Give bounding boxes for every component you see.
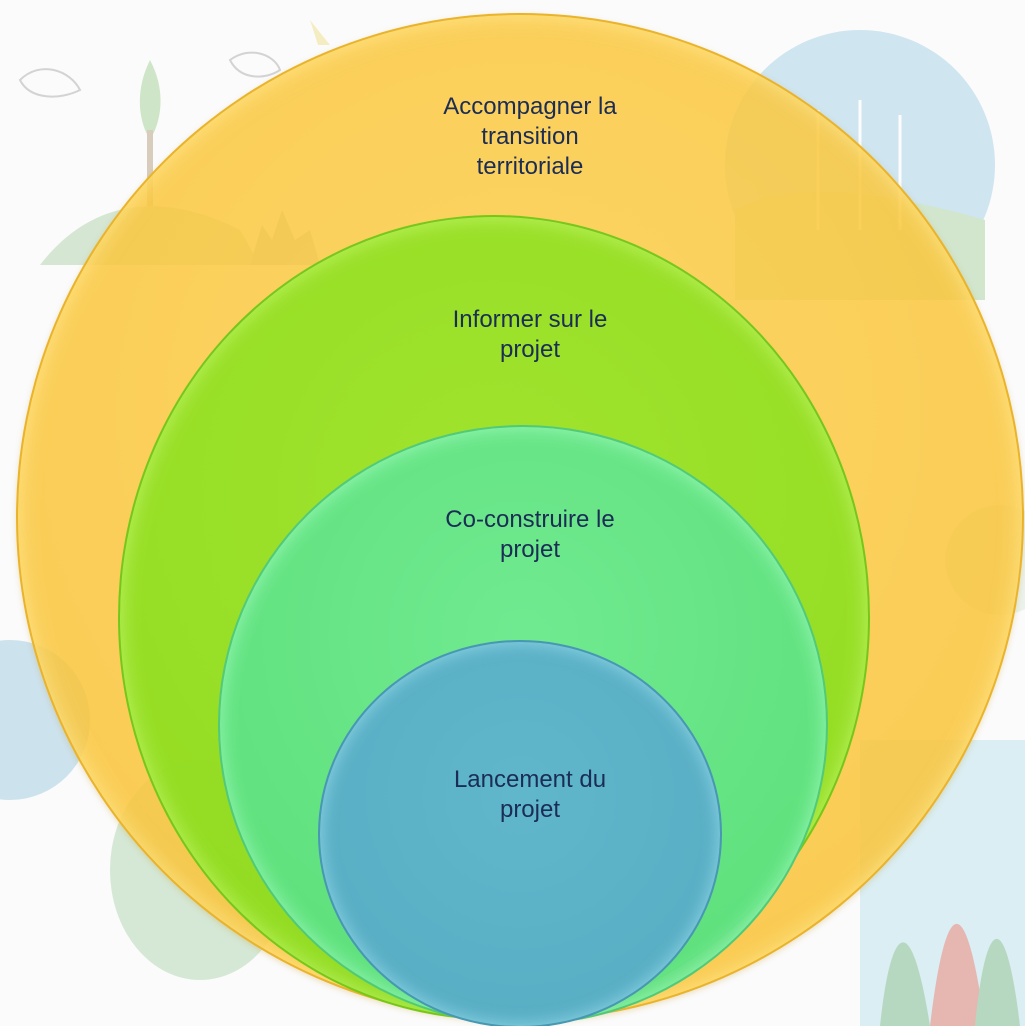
layer-3-label: Co-construire le projet [445, 506, 615, 563]
layer-2-label: Informer sur le projet [452, 306, 608, 363]
layer-4-label: Lancement du projet [453, 766, 607, 823]
layer-1-label: Accompagner la transition territoriale [443, 93, 617, 180]
layer-4-circle [318, 640, 722, 1026]
